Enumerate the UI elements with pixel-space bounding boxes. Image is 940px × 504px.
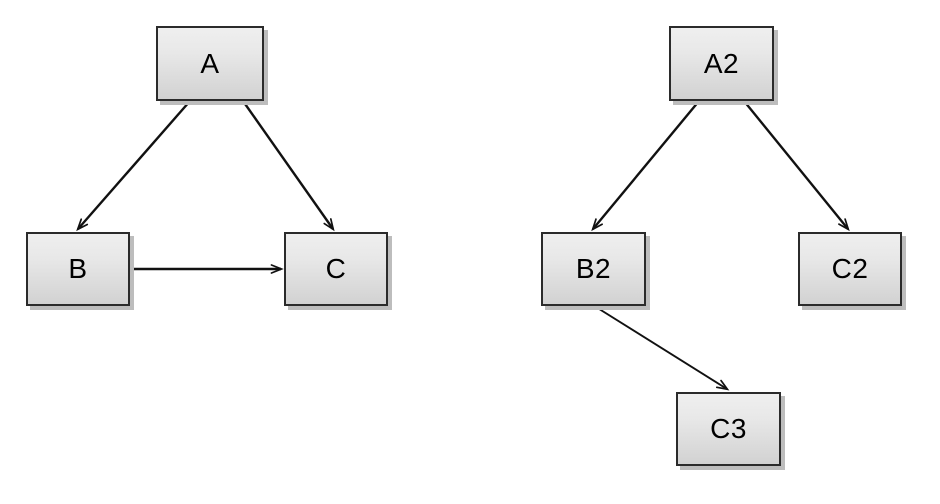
edge-a-to-b <box>76 100 191 232</box>
node-b2-label: B2 <box>575 253 612 284</box>
edge-b2-to-c3 <box>595 306 730 391</box>
node-a-label: A <box>200 47 220 79</box>
node-c3-label: C3 <box>710 413 747 444</box>
node-b2[interactable]: B2 <box>541 232 646 306</box>
node-c-label: C <box>325 253 347 284</box>
edge-a2-to-c2 <box>743 100 850 232</box>
node-a[interactable]: A <box>156 26 264 101</box>
node-a2[interactable]: A2 <box>669 26 774 101</box>
node-c2-label: C2 <box>831 253 869 284</box>
node-b[interactable]: B <box>26 232 130 306</box>
node-a2-label: A2 <box>703 47 740 79</box>
node-c3[interactable]: C3 <box>676 392 781 466</box>
node-c[interactable]: C <box>284 232 388 306</box>
edge-a2-to-b2 <box>591 100 700 232</box>
edge-a-to-c <box>242 100 335 232</box>
node-b-label: B <box>68 253 88 284</box>
node-c2[interactable]: C2 <box>798 232 902 306</box>
